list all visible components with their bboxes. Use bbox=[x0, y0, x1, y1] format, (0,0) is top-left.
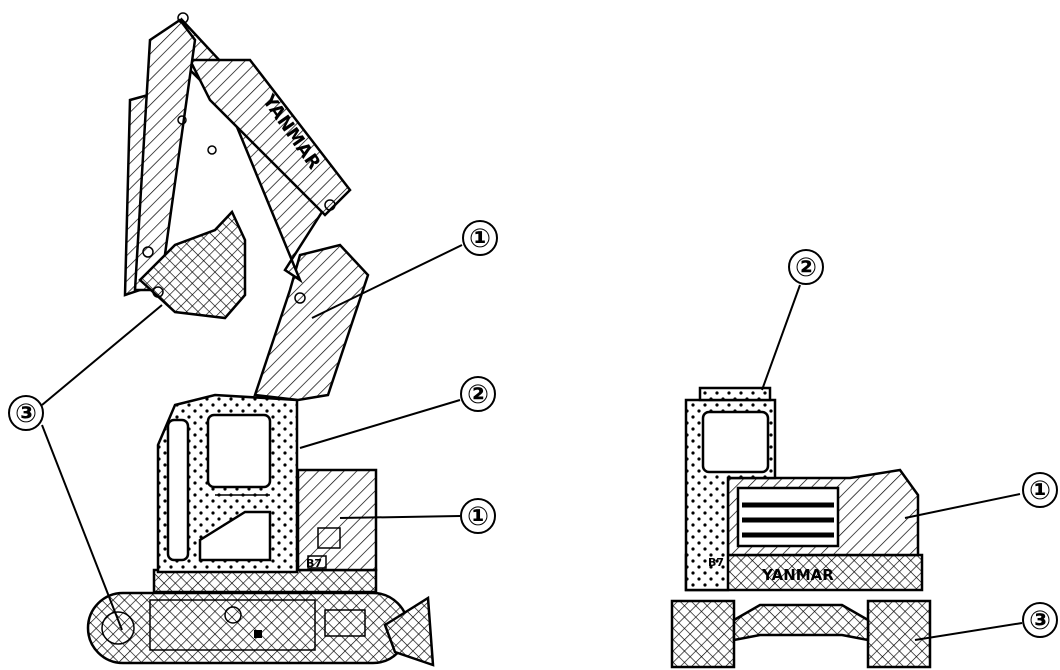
side-arm-link bbox=[133, 18, 197, 292]
side-boom bbox=[253, 243, 370, 402]
svg-text:①: ① bbox=[1029, 476, 1051, 506]
side-pins bbox=[142, 12, 336, 304]
rear-model-badge: B7 bbox=[708, 556, 724, 569]
side-track bbox=[86, 591, 410, 665]
rear-callout-body: ① bbox=[904, 472, 1058, 519]
rear-grille bbox=[736, 486, 840, 548]
side-dozer-blade bbox=[383, 595, 435, 667]
svg-text:②: ② bbox=[467, 380, 489, 410]
side-callout-cab: ② bbox=[299, 376, 496, 449]
side-arm-upper bbox=[187, 58, 352, 217]
rear-callout-cab: ② bbox=[761, 249, 824, 391]
side-callout-undercarriage: ③ bbox=[8, 304, 163, 631]
rear-callout-tracks: ③ bbox=[914, 602, 1058, 641]
side-view: YANMAR B7 ① ② ① ③ bbox=[8, 12, 498, 667]
side-frame-band bbox=[152, 568, 378, 594]
svg-text:②: ② bbox=[795, 253, 817, 283]
side-body bbox=[296, 468, 378, 572]
side-bucket bbox=[138, 209, 247, 320]
side-callout-boom: ① bbox=[311, 220, 498, 319]
svg-text:③: ③ bbox=[15, 399, 37, 429]
svg-text:①: ① bbox=[469, 224, 491, 254]
svg-text:①: ① bbox=[467, 502, 489, 532]
side-model-badge: B7 bbox=[306, 557, 322, 570]
rear-track-left bbox=[670, 599, 736, 669]
side-callout-body: ① bbox=[339, 498, 496, 534]
rear-view: YANMAR B7 ② ① ③ bbox=[670, 249, 1058, 669]
side-cab bbox=[156, 393, 299, 574]
svg-text:③: ③ bbox=[1029, 606, 1051, 636]
rear-axle bbox=[732, 603, 870, 642]
rear-track-right bbox=[866, 599, 932, 669]
rear-cab bbox=[684, 386, 777, 592]
rear-brand-text: YANMAR bbox=[761, 566, 834, 584]
